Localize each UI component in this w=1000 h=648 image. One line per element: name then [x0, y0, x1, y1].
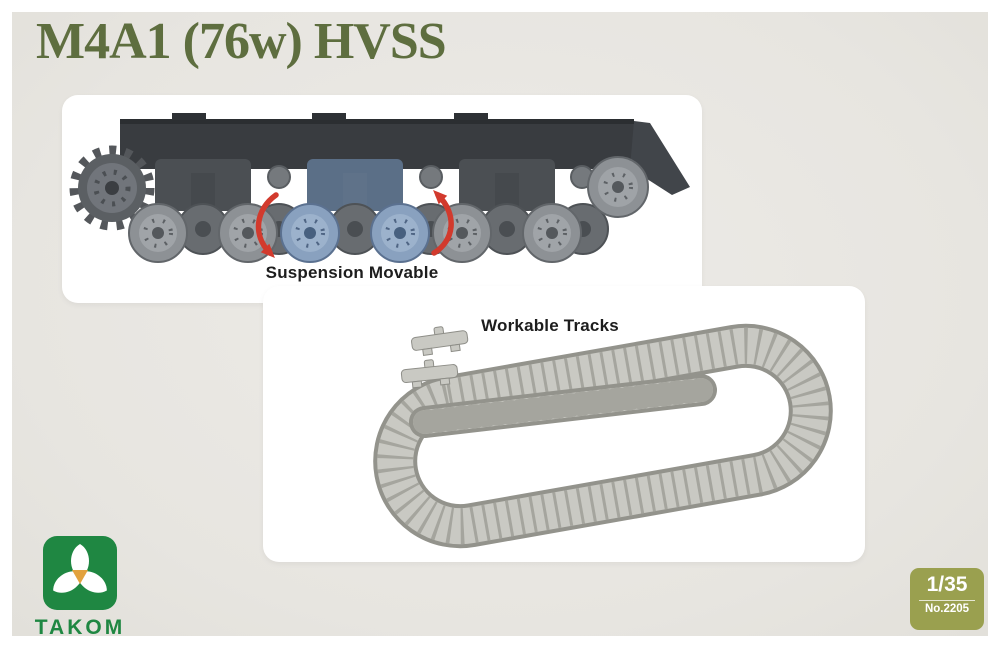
track-link — [400, 359, 459, 389]
takom-logo-icon — [43, 536, 117, 610]
tracks-panel: Workable Tracks — [263, 286, 865, 562]
logo-triangle-accent — [72, 570, 88, 584]
scale-text: 1/35 — [926, 573, 968, 596]
road-wheel — [128, 203, 188, 263]
road-wheels — [128, 203, 582, 263]
track-straight-run — [409, 374, 717, 438]
kit-number: No.2205 — [924, 603, 970, 615]
tracks-caption: Workable Tracks — [481, 316, 619, 335]
pivot-arrow-left — [255, 192, 279, 258]
idler-wheel — [587, 156, 649, 218]
track-loop — [373, 323, 833, 549]
tracks-illustration — [373, 323, 833, 549]
brand-name: TAKOM — [34, 616, 126, 639]
badge-divider — [919, 600, 975, 601]
road-wheel — [522, 203, 582, 263]
road-wheel-movable — [370, 203, 430, 263]
drive-sprocket-wheel — [69, 145, 155, 231]
return-rollers — [267, 165, 594, 189]
kit-title: M4A1 (76w) HVSS — [36, 13, 447, 70]
suspension-caption: Suspension Movable — [265, 263, 439, 282]
pivot-arrow-right — [431, 190, 454, 256]
suspension-panel: Suspension Movable — [62, 95, 702, 303]
track-link — [411, 326, 469, 356]
brand-logo: TAKOM — [30, 536, 130, 639]
pivot-arrows — [255, 190, 454, 258]
scale-badge: 1/35 No.2205 — [910, 568, 984, 630]
road-wheel-movable — [280, 203, 340, 263]
road-wheel — [432, 203, 492, 263]
suspension-illustration — [69, 113, 690, 263]
